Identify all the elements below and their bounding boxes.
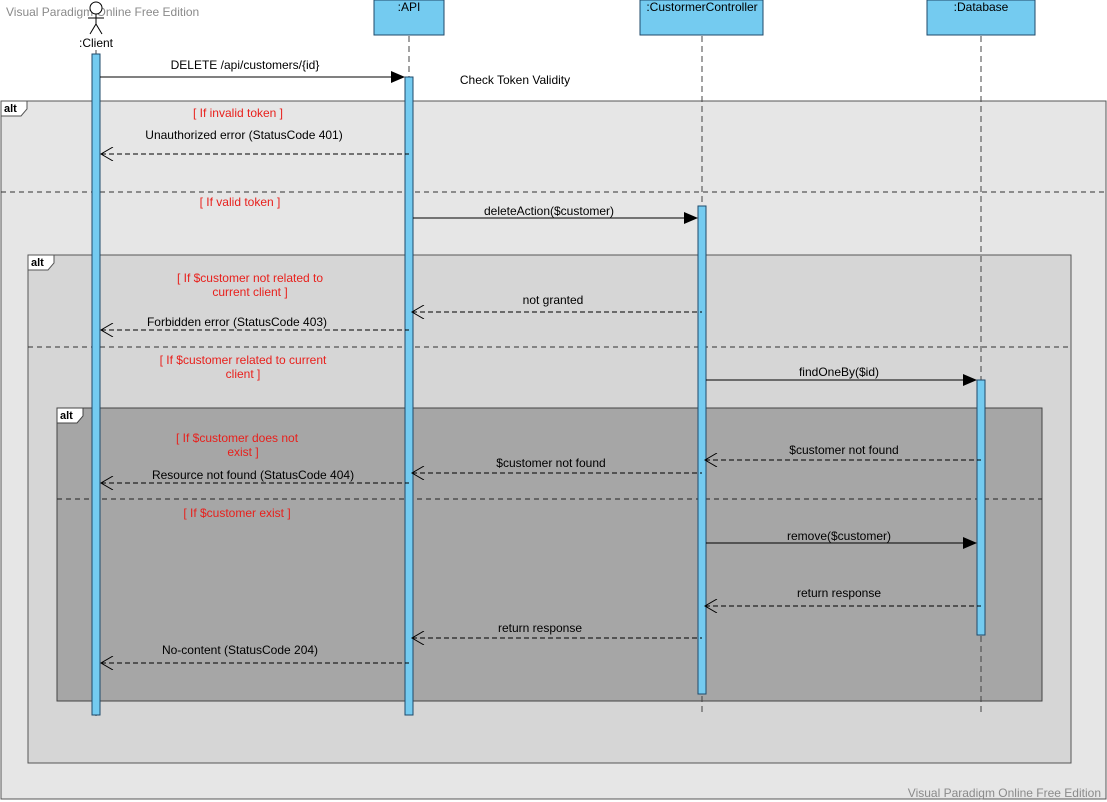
participant-database-box[interactable] (926, 0, 1036, 36)
message-label: Unauthorized error (StatusCode 401) (145, 128, 342, 142)
message-find-one-by[interactable]: findOneBy($id) (706, 365, 977, 386)
message-return-response-db[interactable]: return response (705, 586, 981, 606)
participant-controller[interactable]: :CustormerController (639, 0, 764, 36)
message-not-found-db-return[interactable]: $customer not found (705, 443, 981, 460)
message-forbidden-return[interactable]: Forbidden error (StatusCode 403) (101, 315, 409, 330)
fragment-middle-operator: alt (31, 257, 44, 269)
stick-figure-actor-icon (88, 1, 104, 35)
activation-bar-controller[interactable] (697, 205, 707, 695)
message-label: not granted (523, 293, 584, 307)
watermark-top: Visual Paradigm Online Free Edition (6, 5, 200, 19)
message-label: Forbidden error (StatusCode 403) (147, 315, 327, 329)
actor-label: :Client (79, 36, 114, 50)
fragment-inner-frame (56, 407, 1043, 702)
message-label: DELETE /api/customers/{id} (171, 58, 320, 72)
message-label: remove($customer) (787, 529, 891, 543)
message-label: $customer not found (789, 443, 898, 457)
message-label: return response (498, 621, 582, 635)
message-resource-not-found-return[interactable]: Resource not found (StatusCode 404) (101, 468, 409, 483)
fragment-inner-tab (56, 407, 84, 424)
message-label: deleteAction($customer) (484, 204, 614, 218)
participant-api-box[interactable] (373, 0, 445, 36)
activation-bar-database[interactable] (976, 379, 986, 636)
guard-not-related-line1: [ If $customer not related to (177, 271, 323, 285)
fragment-inner-operator: alt (60, 410, 73, 422)
activation-bar-api[interactable] (404, 76, 414, 716)
message-no-content-return[interactable]: No-content (StatusCode 204) (101, 643, 409, 663)
participant-api[interactable]: :API (373, 0, 445, 36)
fragment-middle-tab (27, 254, 55, 271)
guard-invalid-token: [ If invalid token ] (193, 106, 283, 120)
participant-database-label: :Database (954, 0, 1009, 14)
participant-controller-box[interactable] (639, 0, 764, 36)
guard-exist: [ If $customer exist ] (183, 506, 290, 520)
message-delete-action[interactable]: deleteAction($customer) (413, 204, 698, 224)
watermark-bottom: Visual Paradigm Online Free Edition (907, 786, 1101, 800)
participant-database[interactable]: :Database (926, 0, 1036, 36)
guard-related-line1: [ If $customer related to current (160, 353, 327, 367)
message-not-found-controller-return[interactable]: $customer not found (412, 456, 702, 473)
fragment-outer-operator: alt (4, 103, 17, 115)
message-unauthorized-return[interactable]: Unauthorized error (StatusCode 401) (101, 128, 409, 154)
guard-not-exist-line1: [ If $customer does not (176, 431, 299, 445)
guard-not-exist-line2: exist ] (227, 445, 258, 459)
message-label: return response (797, 586, 881, 600)
message-label: findOneBy($id) (799, 365, 879, 379)
guard-not-related-line2: current client ] (212, 285, 287, 299)
fragment-inner: alt (56, 407, 1043, 702)
message-label: No-content (StatusCode 204) (162, 643, 318, 657)
message-delete-request[interactable]: DELETE /api/customers/{id} (100, 58, 405, 83)
guard-valid-token: [ If valid token ] (200, 195, 281, 209)
participant-api-label: :API (398, 0, 421, 14)
fragment-outer-tab (0, 100, 28, 117)
message-label: Resource not found (StatusCode 404) (152, 468, 354, 482)
activation-bar-client[interactable] (91, 53, 101, 716)
note-check-token: Check Token Validity (460, 73, 570, 87)
guard-related-line2: client ] (226, 367, 261, 381)
message-label: $customer not found (496, 456, 605, 470)
guard-conditions: [ If invalid token ] [ If valid token ] … (160, 106, 327, 520)
message-not-granted-return[interactable]: not granted (412, 293, 702, 312)
participant-controller-label: :CustormerController (646, 0, 757, 14)
message-remove[interactable]: remove($customer) (706, 529, 977, 549)
message-return-response-controller[interactable]: return response (412, 621, 702, 638)
